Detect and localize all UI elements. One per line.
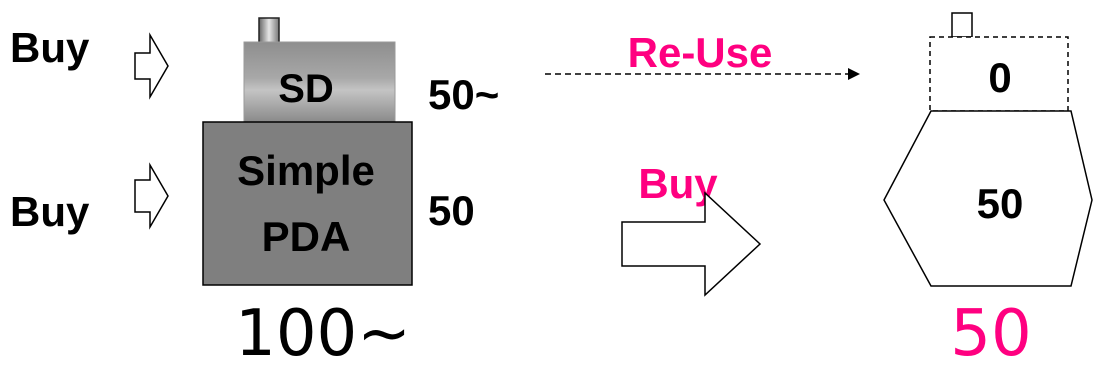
hexagon-device <box>883 110 1093 287</box>
reuse-label: Re-Use <box>628 29 773 76</box>
device-value: 50 <box>977 180 1024 227</box>
hollow-arrow-icon <box>134 162 169 230</box>
placeholder-value: 0 <box>988 54 1011 101</box>
simple-pda-device <box>202 121 413 286</box>
hollow-arrow-icon <box>134 32 169 100</box>
sd-card <box>243 41 396 123</box>
buy-arrow-icon <box>621 191 762 297</box>
buy-sd-label: Buy <box>10 24 90 71</box>
sd-placeholder <box>929 36 1069 112</box>
pda-price: 50 <box>428 187 475 234</box>
sd-price: 50~ <box>428 71 499 118</box>
right-total: 50 <box>950 297 1031 369</box>
left-total: 100~ <box>235 297 411 369</box>
pin-outline-icon <box>951 12 973 38</box>
buy-pda-label: Buy <box>10 188 90 235</box>
sd-label: SD <box>278 67 334 111</box>
pda-label-line2: PDA <box>262 213 351 260</box>
pda-label-line1: Simple <box>237 147 375 194</box>
